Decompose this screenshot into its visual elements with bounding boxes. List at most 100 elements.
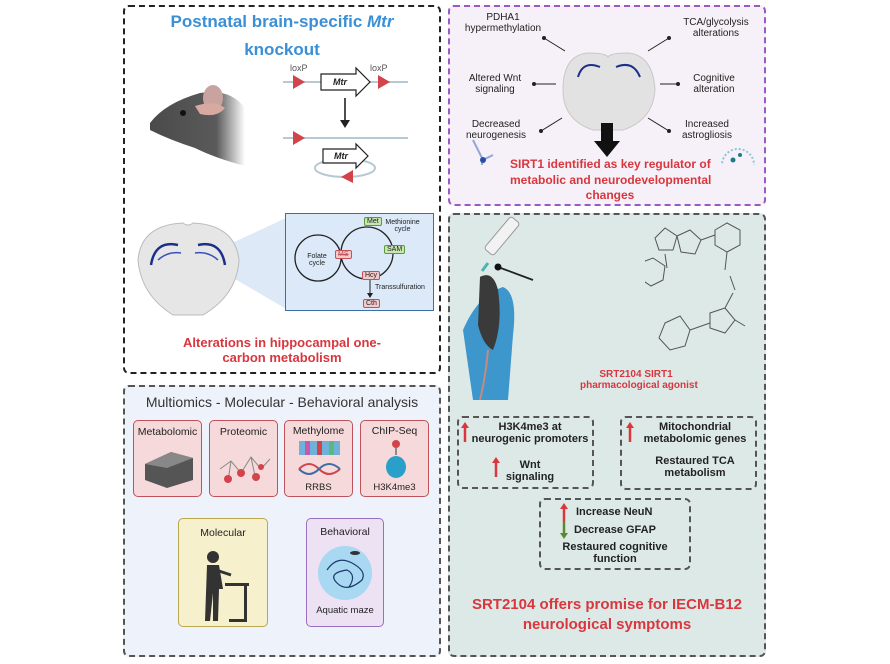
ms-tag: MS xyxy=(335,250,352,259)
card-caption: Aquatic maze xyxy=(316,605,374,616)
finding-line1: Increased xyxy=(685,119,729,130)
finding-line2: astrogliosis xyxy=(681,130,733,142)
transsulfuration-label: Transsulfuration xyxy=(375,284,425,291)
methylome-card: Methylome RRBS xyxy=(284,420,353,497)
lab-researcher-icon xyxy=(205,551,249,622)
text-line1: Restaured cognitive xyxy=(562,541,668,553)
title-line2: knockout xyxy=(244,40,320,60)
folate-cycle-label: Folate cycle xyxy=(307,253,327,267)
mtr-excised-arrow xyxy=(322,142,369,170)
analysis-title: Multiomics - Molecular - Behavioral anal… xyxy=(145,394,419,410)
cellular-effects-box xyxy=(539,498,691,570)
finding-line1: Cognitive xyxy=(693,73,735,84)
conclusion-line3: changes xyxy=(585,188,635,203)
card-caption: RRBS xyxy=(305,482,332,493)
finding-line1: TCA/glycolysis xyxy=(683,17,749,28)
knockout-footer: Alterations in hippocampal one- carbon m… xyxy=(123,335,441,365)
nucleosome-icon xyxy=(386,440,406,478)
loxp-triangle-right xyxy=(378,75,390,89)
mtr-excised-label: Mtr xyxy=(334,151,348,161)
text-line1: Restaured TCA xyxy=(655,455,735,467)
loxp-triangle-left xyxy=(293,75,305,89)
text-line2: metabolism xyxy=(664,467,726,480)
mtr-gene-arrow xyxy=(320,66,371,98)
hcy-tag: Hcy xyxy=(362,271,381,280)
chip-seq-card: ChIP-Seq H3K4me3 xyxy=(360,420,429,497)
conclusion-line2: metabolic and neurodevelopmental xyxy=(510,172,712,187)
up-arrow-icon xyxy=(461,422,469,442)
card-label: Molecular xyxy=(200,527,246,539)
neuron-icon xyxy=(472,139,494,165)
treatment-footer: SRT2104 offers promise for IECM-B12 neur… xyxy=(448,595,766,634)
mtr-gene-label: Mtr xyxy=(333,77,347,87)
loxp-construct-diagram xyxy=(283,66,408,183)
text-line1: Wnt xyxy=(519,459,541,471)
finding-line1: Altered Wnt xyxy=(468,73,522,84)
brain-section-illustration xyxy=(137,217,288,316)
finding-line1: PDHA1 xyxy=(486,12,520,23)
card-label: Behavioral xyxy=(320,526,370,538)
dna-methylation-icon xyxy=(298,441,341,475)
finding-line2: neurogenesis xyxy=(465,130,527,142)
card-label: Methylome xyxy=(292,425,345,437)
down-arrow-icon xyxy=(340,120,350,128)
text-line2: neurogenic promoters xyxy=(471,433,589,446)
proteomic-card: Proteomic xyxy=(209,420,278,497)
astrocyte-icon xyxy=(721,148,755,165)
footer-line2: carbon metabolism xyxy=(222,349,342,365)
mouse-injection-illustration xyxy=(463,216,534,401)
finding-line2: alterations xyxy=(692,28,740,40)
met-tag: Met xyxy=(364,217,382,226)
metabolic-effects-box xyxy=(620,416,757,490)
footer-line1: Alterations in hippocampal one- xyxy=(183,335,381,350)
cth-tag: Cth xyxy=(363,299,380,308)
conclusion-line1: SIRT1 identified as key regulator of xyxy=(510,157,711,171)
text-line2: signaling xyxy=(505,471,555,484)
brain-section-icon xyxy=(562,52,656,131)
mouse-head-illustration xyxy=(150,85,245,166)
down-arrow-icon xyxy=(594,123,620,157)
text-line1: Mitochondrial xyxy=(658,421,732,433)
card-label: ChIP-Seq xyxy=(371,425,418,437)
down-arrow-icon xyxy=(560,521,568,539)
sirt1-conclusion: SIRT1 identified as key regulator of met… xyxy=(510,157,712,204)
decrease-gfap-text: Decrease GFAP xyxy=(574,524,656,536)
title-line1: Postnatal brain-specific xyxy=(170,12,368,31)
finding-line1: Decreased xyxy=(471,119,521,130)
one-carbon-inset xyxy=(285,213,434,311)
increase-neun-text: Increase NeuN xyxy=(576,506,653,518)
drug-line2: pharmacological agonist xyxy=(580,380,698,392)
up-arrow-icon xyxy=(492,457,500,477)
sam-tag: SAM xyxy=(384,245,406,254)
findings-connectors xyxy=(472,36,755,165)
mouse-icon xyxy=(478,275,500,401)
up-arrow-icon xyxy=(626,422,634,442)
drug-line1: SRT2104 SIRT1 xyxy=(599,369,673,380)
up-arrow-icon xyxy=(560,503,568,521)
molecular-card: Molecular xyxy=(178,518,268,627)
epigenetic-effects-box xyxy=(457,416,594,489)
card-label: Proteomic xyxy=(219,426,268,438)
syringe-icon xyxy=(480,216,520,272)
footer-line2: neurological symptoms xyxy=(522,615,692,633)
protein-network-icon xyxy=(219,456,271,483)
methionine-cycle-label: Methionine cycle xyxy=(385,219,420,233)
loxp-label-left: loxP xyxy=(290,63,308,73)
finding-line2: signaling xyxy=(475,84,515,96)
text-line2: metabolomic genes xyxy=(643,433,747,446)
treatment-panel xyxy=(448,213,766,657)
loxp-label-right: loxP xyxy=(370,63,388,73)
title-gene: Mtr xyxy=(367,12,394,31)
card-caption: H3K4me3 xyxy=(373,482,416,493)
drug-label: SRT2104 SIRT1 pharmacological agonist xyxy=(580,369,698,391)
